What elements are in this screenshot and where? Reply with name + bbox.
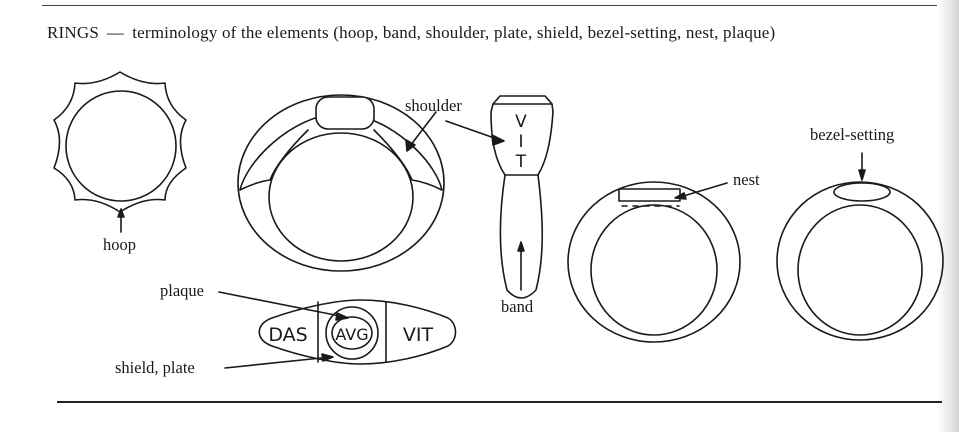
bezel-arrow — [858, 152, 866, 181]
plaque-center-circle — [325, 306, 379, 360]
bezel-ring-outer — [776, 181, 944, 341]
nest-arrow — [674, 182, 728, 200]
band-arrow — [517, 241, 525, 291]
band-figure — [490, 95, 554, 299]
engraving-left: DAS — [268, 324, 307, 346]
top-rule — [42, 5, 937, 6]
shoulder-arrows — [405, 111, 505, 152]
bezel-ring-inner — [797, 204, 923, 336]
shoulder-ring-bezel — [315, 96, 375, 130]
shoulder-ring-inner — [268, 132, 414, 262]
label-band: band — [501, 297, 534, 316]
plaque-center-inner — [331, 316, 373, 350]
label-plaque: plaque — [160, 281, 204, 300]
nest-ring-inner — [590, 204, 718, 336]
nest-top-plate — [618, 188, 681, 202]
label-shield-plate: shield, plate — [115, 358, 195, 377]
engraving-center: AVG — [335, 325, 368, 344]
band-shank — [499, 174, 544, 299]
label-hoop: hoop — [103, 235, 136, 254]
label-bezel-setting: bezel-setting — [810, 125, 895, 144]
engraving-vertical-1: V — [515, 112, 527, 132]
bezel-stone — [833, 182, 891, 202]
shoulder-right — [363, 116, 443, 191]
band-head-top — [492, 95, 553, 105]
hoop-arrow — [117, 208, 125, 233]
title-separator: — — [107, 23, 125, 42]
page-title: RINGS — terminology of the elements (hoop,… — [47, 23, 775, 43]
shoulder-left — [239, 116, 319, 191]
engraving-vertical-2: I — [518, 132, 523, 152]
hoop-ring-figure — [53, 71, 187, 213]
shoulder-ring-figure — [237, 94, 445, 272]
engraving-vertical-3: T — [515, 152, 527, 172]
shoulder-ring-outer — [237, 94, 445, 272]
bezel-ring-figure — [776, 181, 944, 341]
engraving-right: VIT — [403, 324, 434, 346]
title-text: terminology of the elements (hoop, band,… — [132, 23, 776, 42]
title-heading: RINGS — [47, 23, 100, 42]
nest-ring-figure — [567, 181, 741, 343]
hoop-outer-scalloped — [53, 71, 187, 213]
nest-ring-outer — [567, 181, 741, 343]
page-edge-shadow — [937, 0, 959, 432]
bottom-rule — [57, 401, 942, 403]
plaque-outline — [258, 299, 457, 365]
hoop-inner-circle — [65, 90, 177, 202]
label-nest: nest — [733, 170, 760, 189]
plaque-arrows — [218, 291, 349, 369]
label-shoulder: shoulder — [405, 96, 462, 115]
plaque-figure — [258, 299, 457, 365]
